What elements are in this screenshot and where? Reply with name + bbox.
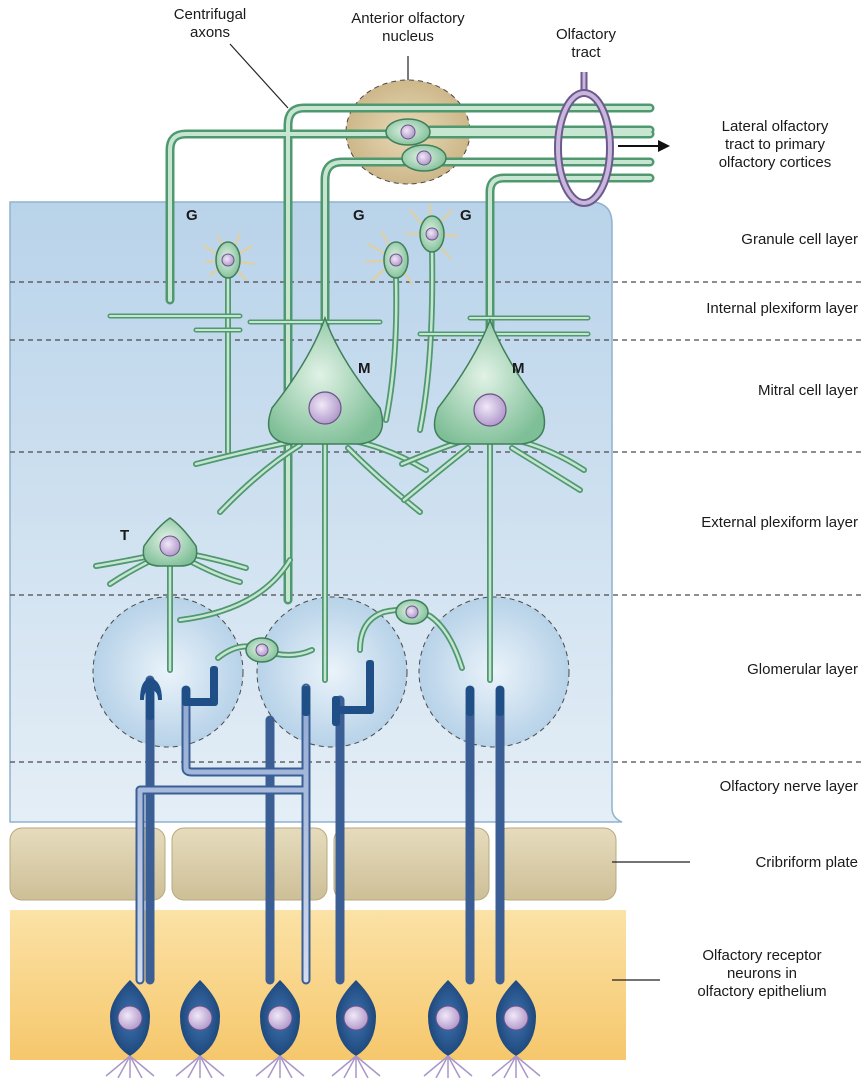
- granule-cell-layer-label: Granule cell layer: [741, 231, 858, 249]
- centrifugal-axons-label: Centrifugal axons: [140, 6, 280, 42]
- mitral-marker-2: M: [512, 360, 525, 378]
- glomerulus-2: [257, 597, 407, 747]
- olfactory-tract-label: Olfactory tract: [536, 26, 636, 62]
- cribriform-plate-label: Cribriform plate: [755, 854, 858, 872]
- olfactory-receptor-neurons-label: Olfactory receptor neurons in olfactory …: [664, 947, 860, 1001]
- anterior-olfactory-nucleus-label: Anterior olfactory nucleus: [318, 10, 498, 46]
- external-plexiform-layer-label: External plexiform layer: [701, 514, 858, 532]
- glomerular-layer-label: Glomerular layer: [747, 661, 858, 679]
- cortex-arrow: [618, 140, 670, 152]
- internal-plexiform-layer-label: Internal plexiform layer: [706, 300, 858, 318]
- mitral-marker-1: M: [358, 360, 371, 378]
- olfactory-epithelium: [10, 910, 626, 1060]
- olfactory-nerve-layer-label: Olfactory nerve layer: [720, 778, 858, 796]
- granule-marker-1: G: [186, 207, 198, 225]
- tufted-marker: T: [120, 527, 129, 545]
- granule-marker-3: G: [460, 207, 472, 225]
- glomerulus-3: [419, 597, 569, 747]
- cribriform-plate: [10, 828, 616, 900]
- lateral-olfactory-tract-label: Lateral olfactory tract to primary olfac…: [690, 118, 860, 172]
- granule-marker-2: G: [353, 207, 365, 225]
- mitral-cell-layer-label: Mitral cell layer: [758, 382, 858, 400]
